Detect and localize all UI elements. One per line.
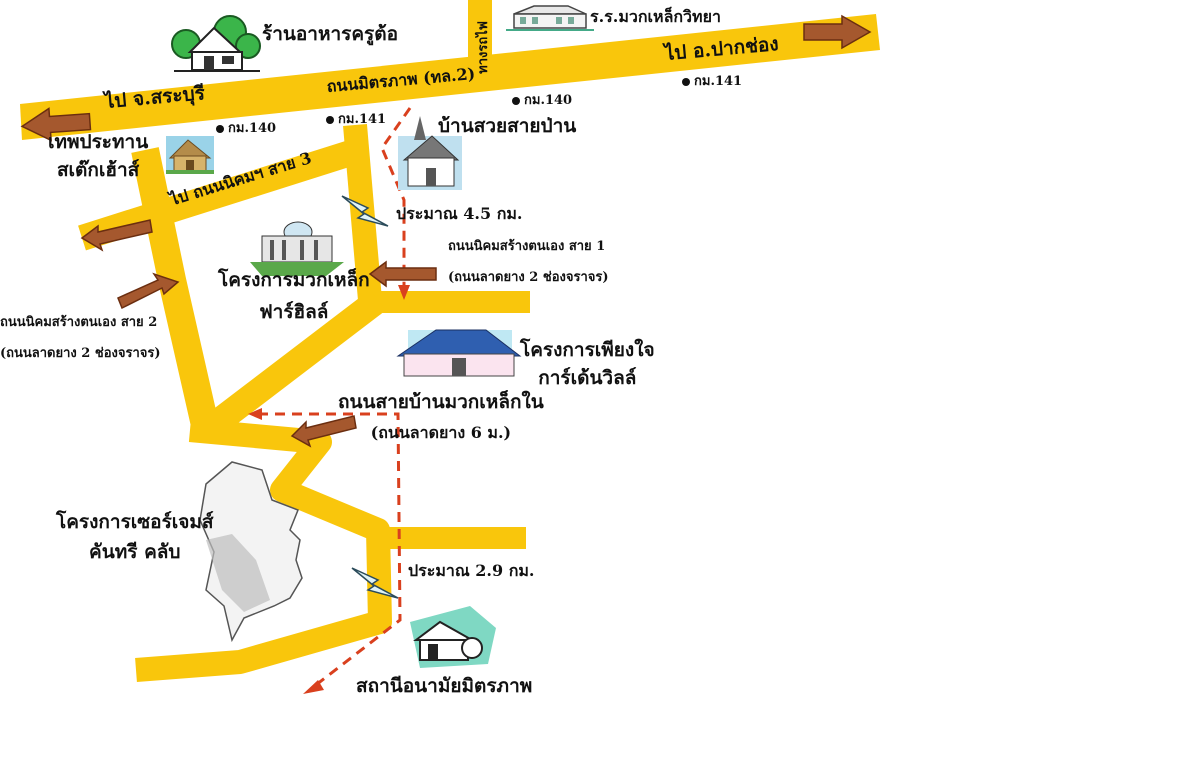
church-door [426,168,436,186]
project-line1: โครงการมวกเหล็ก [218,269,370,291]
health-station-icon [410,606,496,668]
land-plot-outline [199,461,303,643]
cottage-door [186,160,194,172]
church-icon [398,116,462,190]
james-line2: คันทรี คลับ [89,540,181,563]
road-diagonal [202,289,386,439]
railway-label: ทางรถไฟ [475,21,491,74]
school-w4 [568,17,574,24]
garden-label: โครงการเพียงใจ การ์เด้นวิลล์ [520,339,655,390]
thep-line2: สเต๊กเฮ้าส์ [56,158,140,181]
land-plot-shade [206,534,270,612]
road2-line1: ถนนนิคมสร้างตนเอง สาย 2 [0,315,158,330]
km-markers [216,78,690,133]
house-window [222,56,234,64]
gov-col3 [300,240,304,260]
hs-tree [461,637,483,659]
garden-line1: โครงการเพียงใจ [520,339,655,361]
km-marker-dot [682,78,690,86]
house-door [204,56,214,70]
road-3 [78,137,364,251]
restaurant-label: ร้านอาหารครูต้อ [262,23,399,45]
direction-arrow-icon [803,14,872,50]
government-building-icon [250,221,344,276]
school-w2 [532,17,538,24]
km-marker-dot [326,116,334,124]
gov-col1 [270,240,274,260]
direction-arrow-icon [80,219,153,252]
km140-a-label: กม.140 [228,121,277,136]
road1-line1: ถนนนิคมสร้างตนเอง สาย 1 [448,239,606,254]
hs-door [428,644,438,660]
gov-col4 [314,240,318,260]
lightning-bolts [341,195,399,599]
route-upper [380,107,412,288]
road2-label: ถนนนิคมสร้างตนเอง สาย 2 (ถนนลาดยาง 2 ช่อ… [0,315,161,362]
project-label: โครงการมวกเหล็ก ฟาร์ฮิลล์ [218,269,370,324]
lightning-bolt-icon [341,195,389,227]
direction-arrow-icon [20,107,92,142]
house-body [191,51,243,71]
roads [20,14,880,682]
dist2-label: ประมาณ 2.9 กม. [408,561,535,580]
school-roof [513,5,587,15]
direction-arrow-icon [290,415,357,448]
gov-col2 [282,240,286,260]
direction-arrow-icon [368,260,437,288]
james-label: โครงการเซอร์เจมส์ คันทรี คลับ [56,511,214,564]
road2-line2: (ถนนลาดยาง 2 ช่องจราจร) [0,345,161,361]
dist1-label: ประมาณ 4.5 กม. [396,204,523,223]
route-dashes [248,107,412,694]
cottage-icon [166,136,214,174]
km140-b-label: กม.140 [524,93,573,108]
inner-road-label: ถนนสายบ้านมวกเหล็กใน (ถนนลาดยาง 6 ม.) [338,391,544,442]
church-label: บ้านสวยสายป่าน [438,115,577,137]
road1-label: ถนนนิคมสร้างตนเอง สาย 1 (ถนนลาดยาง 2 ช่อ… [448,239,609,286]
project-line2: ฟาร์ฮิลล์ [259,300,329,323]
gov-lawn [250,262,344,276]
thep-line1: เทพประทาน [48,131,149,153]
direction-arrows [20,14,872,448]
km141-a-label: กม.141 [338,112,387,127]
direction-arrow-icon [117,272,180,310]
school-icon [506,5,594,31]
route-lower-head-left [248,408,262,420]
lightning-bolt-icon [351,567,399,599]
cottage-grass [166,170,214,174]
house-tree-icon [171,15,261,72]
inner-line1: ถนนสายบ้านมวกเหล็กใน [338,391,544,413]
school-label: ร.ร.มวกเหล็กวิทยา [590,7,721,26]
route-lower-head-end [303,680,324,694]
church-spire [414,116,426,140]
school-w1 [520,17,526,24]
garden-line2: การ์เด้นวิลล์ [538,366,637,389]
km-marker-dot [216,125,224,133]
route-upper-head [398,285,410,300]
route-lower [258,412,402,690]
hs-body [419,639,469,661]
pav-door [452,358,466,376]
km-marker-dot [512,97,520,105]
railway-band [468,0,492,90]
temple-pavilion-icon [396,329,522,377]
school-w3 [556,17,562,24]
inner-line2: (ถนนลาดยาง 6 ม.) [370,422,512,442]
land-plot [199,461,303,643]
thep-label: เทพประทาน สเต๊กเฮ้าส์ [48,131,149,182]
road1-line2: (ถนนลาดยาง 2 ช่องจราจร) [448,269,609,285]
james-line1: โครงการเซอร์เจมส์ [56,511,214,533]
main-road-mittraphap [20,14,880,140]
health-label: สถานีอนามัยมิตรภาพ [356,675,533,697]
km141-b-label: กม.141 [694,74,743,89]
